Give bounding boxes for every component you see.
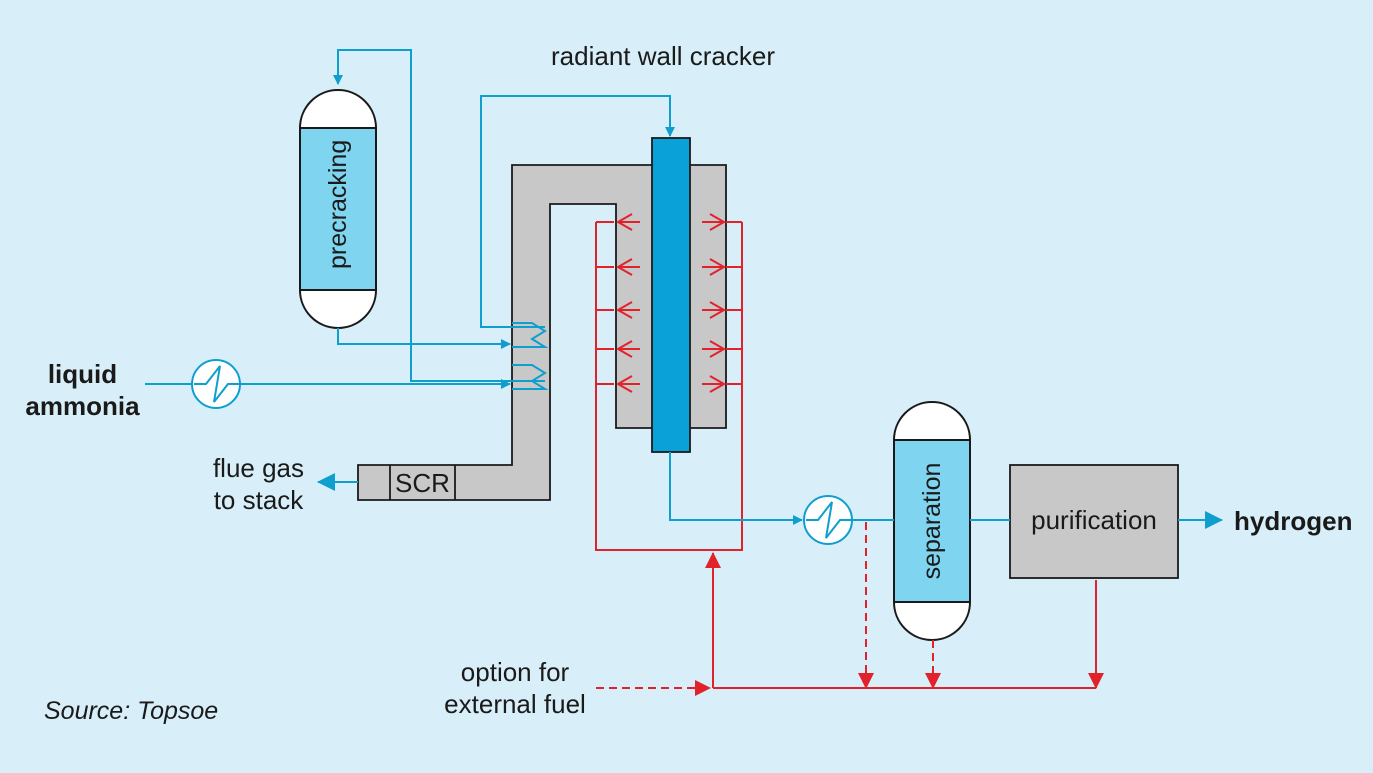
external-fuel-line2: external fuel xyxy=(444,689,586,719)
precracking-vessel xyxy=(299,89,377,329)
fuel-supply-lines xyxy=(596,522,1104,696)
precracking-label: precracking xyxy=(324,139,352,269)
purification-label: purification xyxy=(1031,505,1157,535)
cracker-title: radiant wall cracker xyxy=(551,41,775,71)
convection-coil-upper xyxy=(512,322,549,348)
feed-heater-symbol xyxy=(191,359,241,409)
convection-coil-lower xyxy=(512,364,549,390)
fuel-burner-lines xyxy=(595,213,743,551)
separation-vessel xyxy=(893,401,971,641)
feed-label: liquid ammonia xyxy=(20,358,145,422)
feed-label-line2: ammonia xyxy=(25,391,140,421)
cracker-tube xyxy=(651,137,691,453)
flue-gas-label: flue gas to stack xyxy=(196,452,321,516)
source-credit: Source: Topsoe xyxy=(44,697,219,725)
flue-gas-line1: flue gas xyxy=(212,453,305,483)
separation-label: separation xyxy=(918,462,946,580)
purification-unit xyxy=(1009,464,1179,579)
external-fuel-line1: option for xyxy=(460,657,570,687)
process-lines xyxy=(145,49,1223,529)
product-cooler-symbol xyxy=(803,495,853,545)
external-fuel-label: option for external fuel xyxy=(430,656,600,720)
feed-label-line1: liquid xyxy=(47,359,118,389)
hydrogen-label: hydrogen xyxy=(1234,506,1353,536)
flue-gas-line2: to stack xyxy=(213,485,304,515)
scr-label: SCR xyxy=(395,468,450,498)
